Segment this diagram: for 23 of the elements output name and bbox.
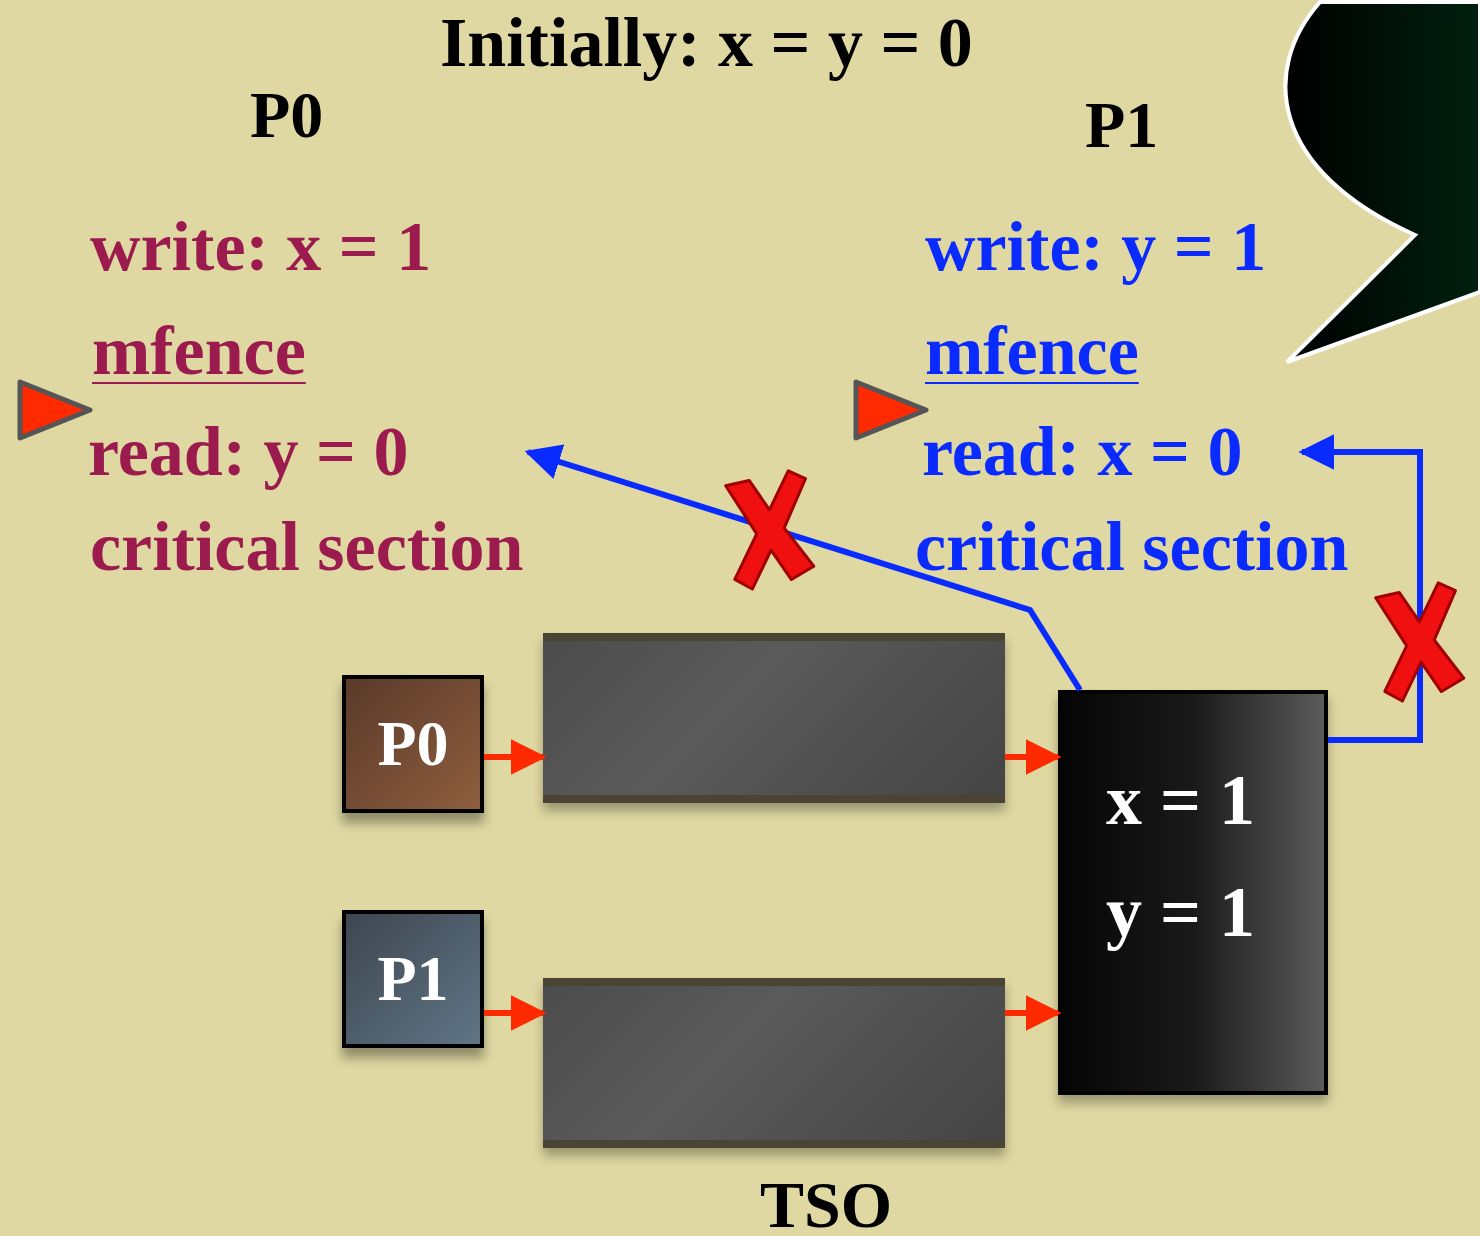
code-line: critical section: [90, 512, 524, 582]
code-line: read: y = 0: [88, 410, 528, 494]
heading: P0: [250, 82, 324, 148]
processor-box: P1: [342, 910, 484, 1048]
processor-box: P0: [342, 675, 484, 813]
code-line: critical section: [915, 512, 1349, 582]
memory-box: [1058, 690, 1328, 1095]
memory-value: x = 1: [1106, 764, 1257, 836]
arrow: [524, 444, 1083, 692]
code-line: write: x = 1: [90, 212, 432, 282]
arrow: [1298, 434, 1423, 743]
arrow: [1005, 995, 1062, 1031]
store-buffer: [543, 978, 1005, 1148]
heading: TSO: [760, 1172, 893, 1236]
store-buffer: [543, 633, 1005, 803]
arrow: [484, 995, 547, 1031]
fence-instruction: mfence: [925, 316, 1139, 386]
speech-bubble: [1282, 0, 1480, 366]
fence-instruction: mfence: [92, 316, 306, 386]
heading: P1: [1085, 92, 1159, 158]
code-line: read: x = 0: [922, 410, 1302, 494]
arrow: [484, 739, 547, 775]
arrow: [1005, 739, 1062, 775]
